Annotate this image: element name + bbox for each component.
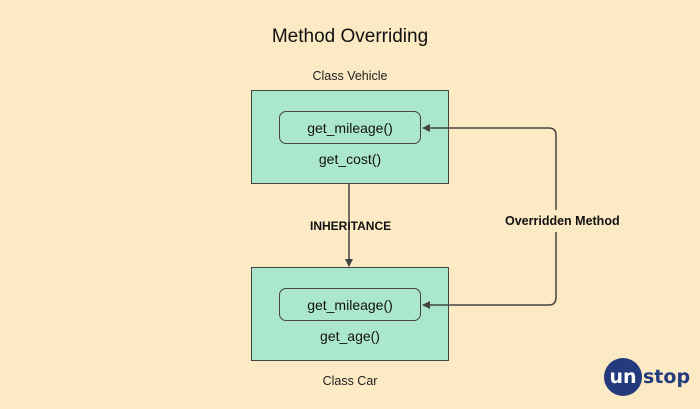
override-arrow-top xyxy=(422,124,557,210)
parent-overridden-method-box: get_mileage() xyxy=(279,111,421,144)
logo-circle: un xyxy=(604,358,642,396)
child-other-method-label: get_age() xyxy=(320,328,380,344)
parent-class-caption: Class Vehicle xyxy=(312,69,388,83)
overridden-method-label: Overridden Method xyxy=(505,214,620,228)
override-arrow-bottom xyxy=(422,232,557,309)
logo-text: stop xyxy=(643,366,691,388)
parent-overridden-method-label: get_mileage() xyxy=(307,119,393,136)
child-overridden-method-label: get_mileage() xyxy=(307,296,393,313)
parent-other-method-label: get_cost() xyxy=(318,151,382,167)
diagram-title: Method Overriding xyxy=(271,26,429,47)
unstop-logo: un stop xyxy=(604,358,690,396)
child-overridden-method-box: get_mileage() xyxy=(279,288,421,321)
child-class-caption: Class Car xyxy=(322,374,378,388)
inheritance-label: INHERITANCE xyxy=(310,219,392,233)
